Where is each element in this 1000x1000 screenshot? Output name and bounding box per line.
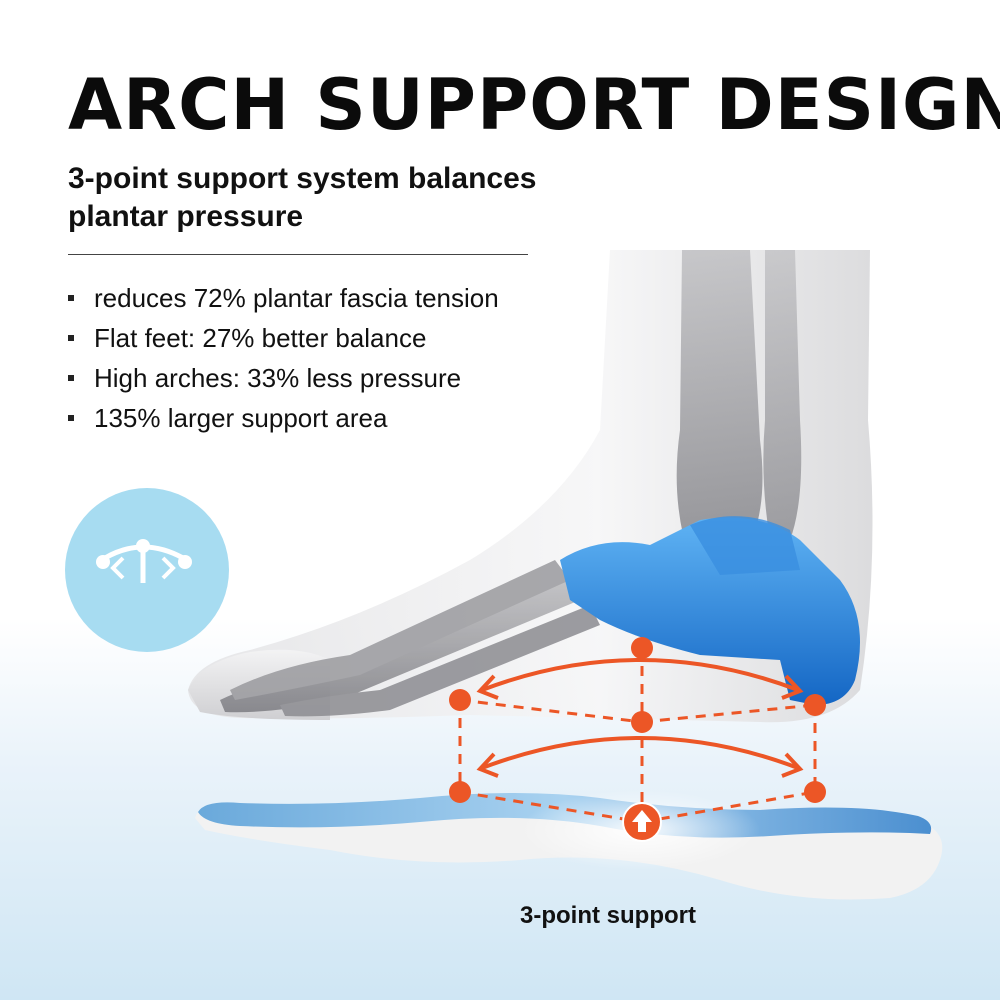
toe-bones (220, 560, 600, 717)
bullet-icon (68, 295, 74, 301)
arch-support-icon (96, 539, 192, 583)
subtitle-line-1: 3-point support system balances (68, 162, 537, 195)
feature-text: reduces 72% plantar fascia tension (94, 283, 499, 313)
arrow-up-icon (622, 802, 662, 842)
fibula-bone (763, 250, 802, 540)
feature-item: reduces 72% plantar fascia tension (68, 278, 499, 318)
subtitle: 3-point support system balances plantar … (68, 160, 628, 236)
feature-text: 135% larger support area (94, 403, 388, 433)
feature-text: Flat feet: 27% better balance (94, 323, 427, 353)
page-title: ARCH SUPPORT DESIGN (68, 64, 1000, 146)
feature-list: reduces 72% plantar fascia tension Flat … (68, 278, 499, 438)
bullet-icon (68, 415, 74, 421)
subtitle-line-2: plantar pressure (68, 200, 304, 233)
divider (68, 254, 528, 255)
feature-item: 135% larger support area (68, 398, 499, 438)
bullet-icon (68, 335, 74, 341)
feature-text: High arches: 33% less pressure (94, 363, 462, 393)
arch-support-badge (65, 488, 229, 652)
bullet-icon (68, 375, 74, 381)
feature-item: High arches: 33% less pressure (68, 358, 499, 398)
tibia-bone (676, 250, 763, 560)
support-points (449, 637, 826, 803)
feature-item: Flat feet: 27% better balance (68, 318, 499, 358)
support-diagram (458, 648, 817, 824)
caption: 3-point support (520, 902, 696, 929)
